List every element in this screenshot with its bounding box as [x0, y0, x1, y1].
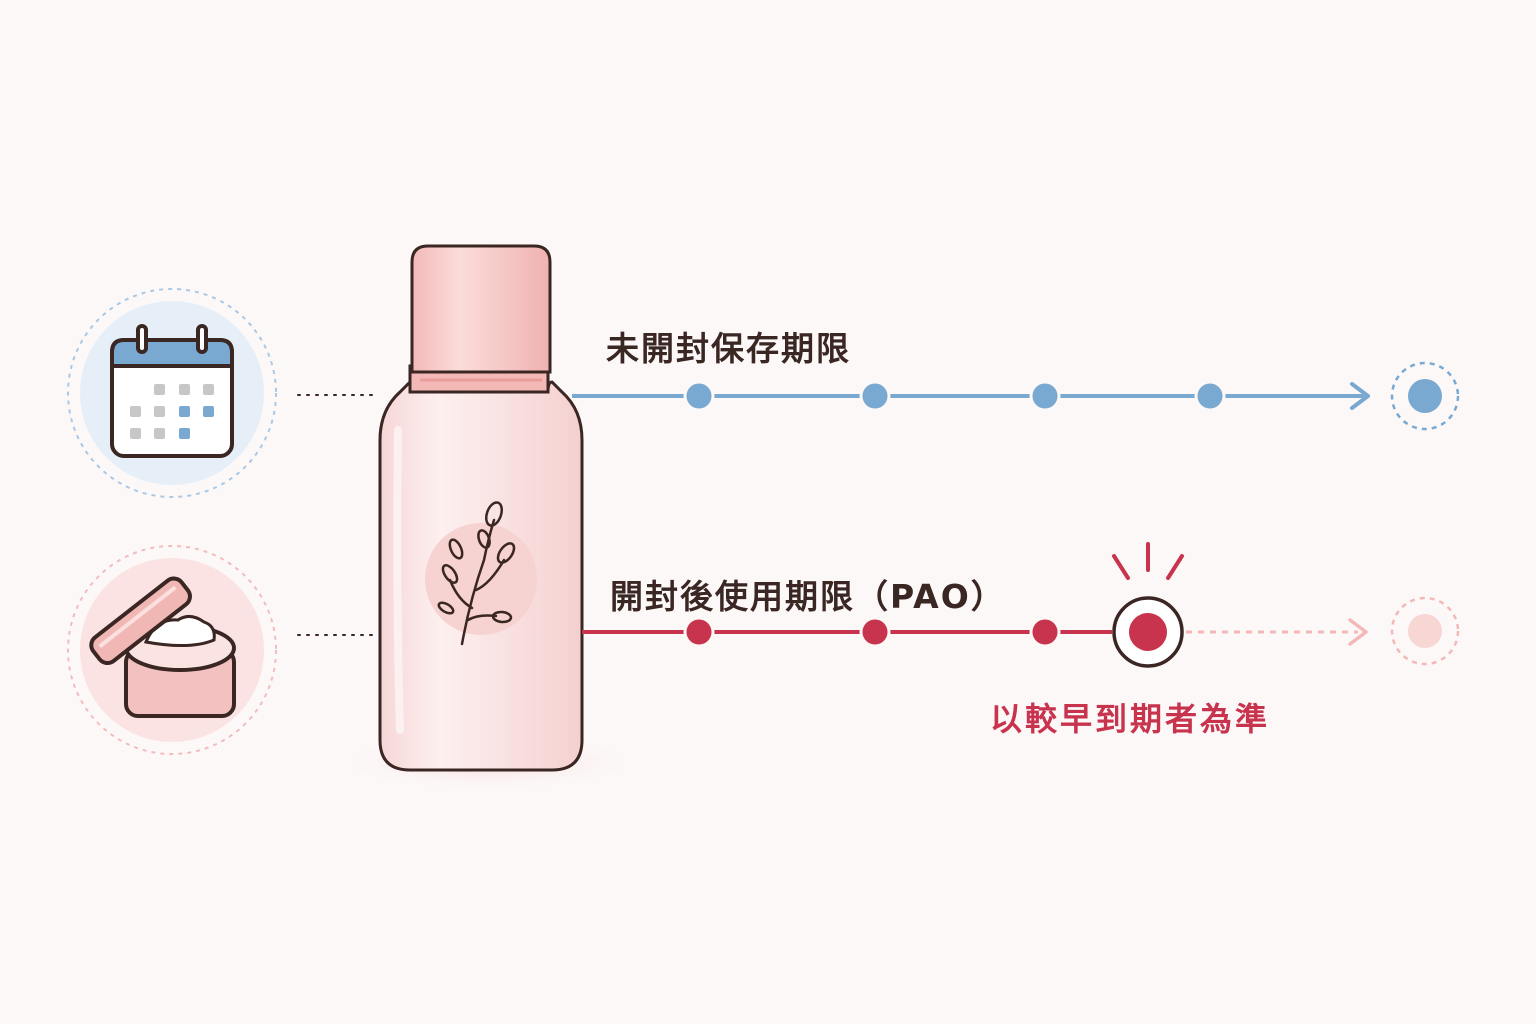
unopened-arrowhead — [1350, 382, 1370, 410]
pao-milestone — [1029, 616, 1061, 648]
cream-jar-badge — [67, 545, 277, 755]
pao-milestone — [859, 616, 891, 648]
alert-burst-icon — [1112, 542, 1184, 580]
pao-faded-end-marker — [1390, 596, 1460, 666]
pao-expiry-marker — [1112, 596, 1184, 668]
unopened-milestone — [1029, 380, 1061, 412]
pao-label: 開封後使用期限（PAO） — [610, 577, 1006, 616]
bottle-label-circle — [425, 523, 537, 635]
pao-timeline — [582, 542, 1460, 668]
cream-jar-icon — [89, 576, 236, 718]
calendar-badge — [67, 288, 277, 498]
unopened-milestone — [683, 380, 715, 412]
unopened-timeline — [572, 361, 1460, 431]
calendar-icon — [110, 324, 234, 458]
unopened-end-marker — [1390, 361, 1460, 431]
unopened-milestone — [1194, 380, 1226, 412]
lotion-bottle-icon — [330, 244, 646, 792]
pao-milestone — [683, 616, 715, 648]
unopened-shelf-life-label: 未開封保存期限 — [606, 329, 851, 368]
pao-faded-arrowhead — [1348, 618, 1368, 646]
unopened-milestone — [859, 380, 891, 412]
leaf-sprig-icon — [437, 501, 516, 646]
earliest-expiry-rule-text: 以較早到期者為準 — [990, 700, 1271, 738]
